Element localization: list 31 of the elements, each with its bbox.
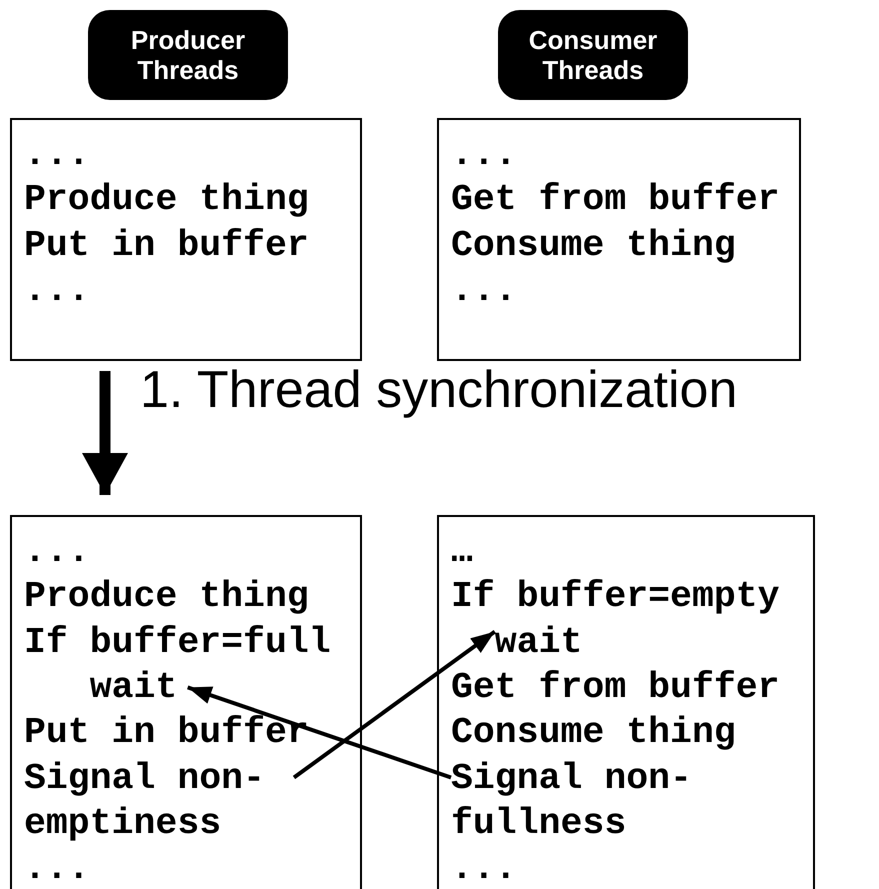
- code-box: [10, 118, 362, 361]
- code-line: ...: [24, 268, 90, 313]
- code-line: …: [451, 529, 473, 574]
- code-line: Produce thing: [24, 178, 309, 222]
- code-line: Consume thing: [451, 710, 736, 756]
- code-line: Signal non- fullness: [451, 756, 751, 846]
- code-line: If buffer=empty: [451, 574, 780, 620]
- code-line: ...: [451, 133, 517, 177]
- code-line: ...: [451, 846, 517, 889]
- code-line: Put in buffer: [24, 224, 309, 268]
- arrow: [292, 630, 496, 780]
- code-box: [437, 118, 801, 361]
- thread-label: Consumer Threads: [498, 10, 688, 100]
- arrow: [82, 371, 128, 495]
- code-line: wait: [494, 620, 582, 665]
- arrow: [187, 686, 452, 780]
- code-line: Put in buffer: [24, 710, 309, 756]
- code-line: ...: [24, 529, 90, 574]
- code-line: Signal non- emptiness: [24, 756, 294, 846]
- code-line: Get from buffer: [451, 664, 780, 710]
- code-line: ...: [24, 133, 90, 177]
- code-line: wait: [90, 664, 182, 710]
- code-line: Get from buffer: [451, 178, 780, 222]
- code-line: ...: [451, 268, 517, 313]
- code-line: Consume thing: [451, 224, 736, 268]
- thread-label: Producer Threads: [88, 10, 288, 100]
- code-box: [10, 515, 362, 889]
- code-line: If buffer=full: [24, 620, 331, 665]
- code-box: [437, 515, 815, 889]
- code-line: Produce thing: [24, 574, 309, 620]
- code-line: ...: [24, 846, 90, 889]
